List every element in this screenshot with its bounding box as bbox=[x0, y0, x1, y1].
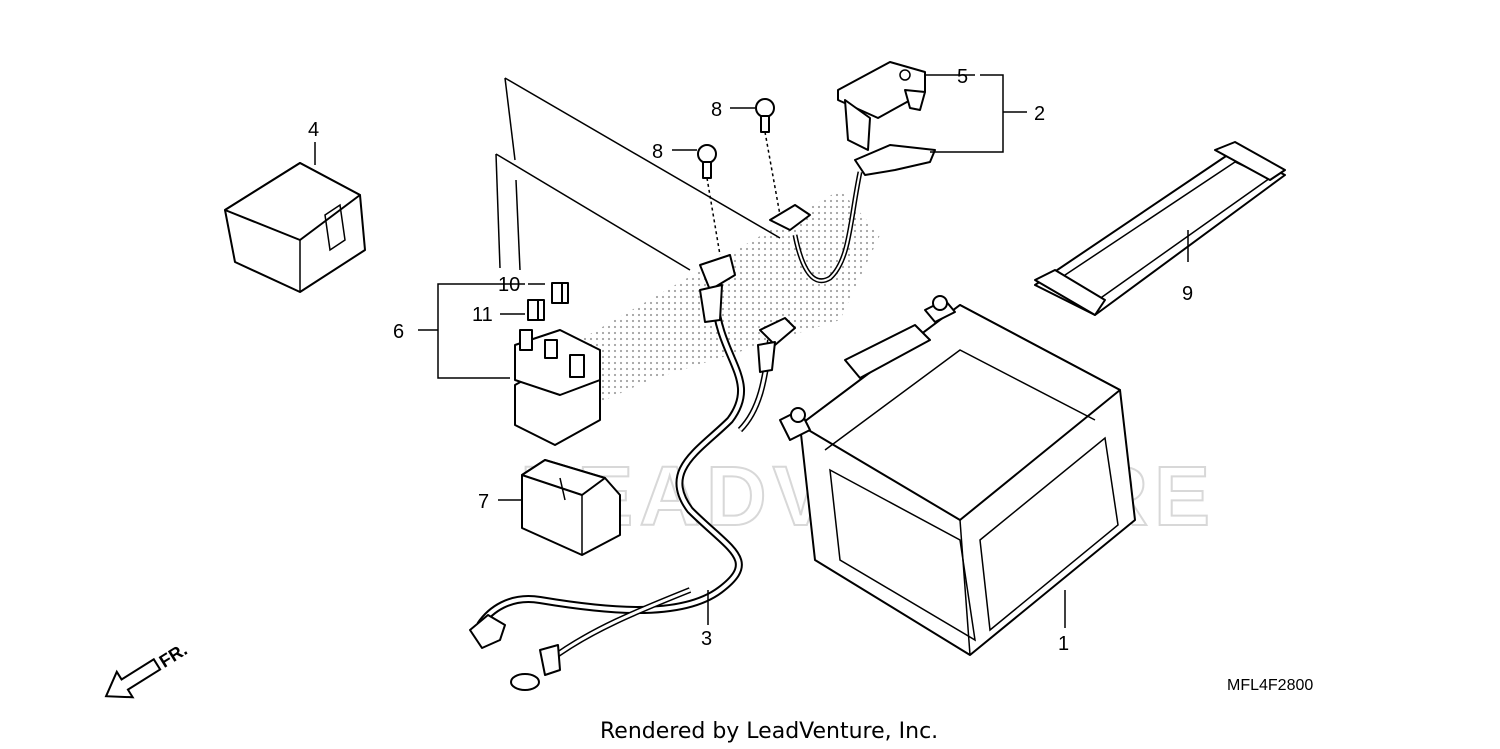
fuse-box-part-7[interactable] bbox=[521, 459, 621, 556]
callout-5: 5 bbox=[957, 66, 968, 88]
terminal-cover-part-4[interactable] bbox=[224, 162, 366, 293]
footer-credit: Rendered by LeadVenture, Inc. bbox=[600, 719, 938, 744]
battery-band-part-9[interactable] bbox=[1034, 141, 1286, 316]
callout-3: 3 bbox=[701, 628, 712, 650]
callout-4: 4 bbox=[308, 119, 319, 141]
callout-2: 2 bbox=[1034, 103, 1045, 125]
callout-8-lower: 8 bbox=[652, 141, 663, 163]
callout-9: 9 bbox=[1182, 283, 1193, 305]
callout-10: 10 bbox=[498, 274, 520, 296]
callout-1: 1 bbox=[1058, 633, 1069, 655]
bolt-part-8-lower[interactable] bbox=[697, 144, 717, 179]
cable-part-2[interactable] bbox=[769, 144, 936, 284]
terminal-cap-part-5[interactable] bbox=[837, 61, 926, 151]
fuse-part-10[interactable] bbox=[551, 282, 569, 304]
direction-label: FR. bbox=[156, 639, 191, 671]
callout-11: 11 bbox=[472, 304, 493, 326]
leader-lines bbox=[314, 74, 1189, 628]
callout-6: 6 bbox=[393, 321, 404, 343]
callout-7: 7 bbox=[478, 491, 489, 513]
fuse-part-11[interactable] bbox=[527, 299, 545, 321]
bolt-part-8-upper[interactable] bbox=[755, 98, 775, 133]
battery-part-1[interactable] bbox=[779, 295, 1136, 656]
callout-8-upper: 8 bbox=[711, 99, 722, 121]
starter-relay-part-6[interactable] bbox=[514, 329, 601, 446]
diagram-code: MFL4F2800 bbox=[1227, 677, 1313, 694]
wire-harness-part-3[interactable] bbox=[469, 254, 796, 691]
front-direction-arrow: FR. bbox=[104, 639, 191, 699]
perspective-lines bbox=[495, 77, 781, 271]
